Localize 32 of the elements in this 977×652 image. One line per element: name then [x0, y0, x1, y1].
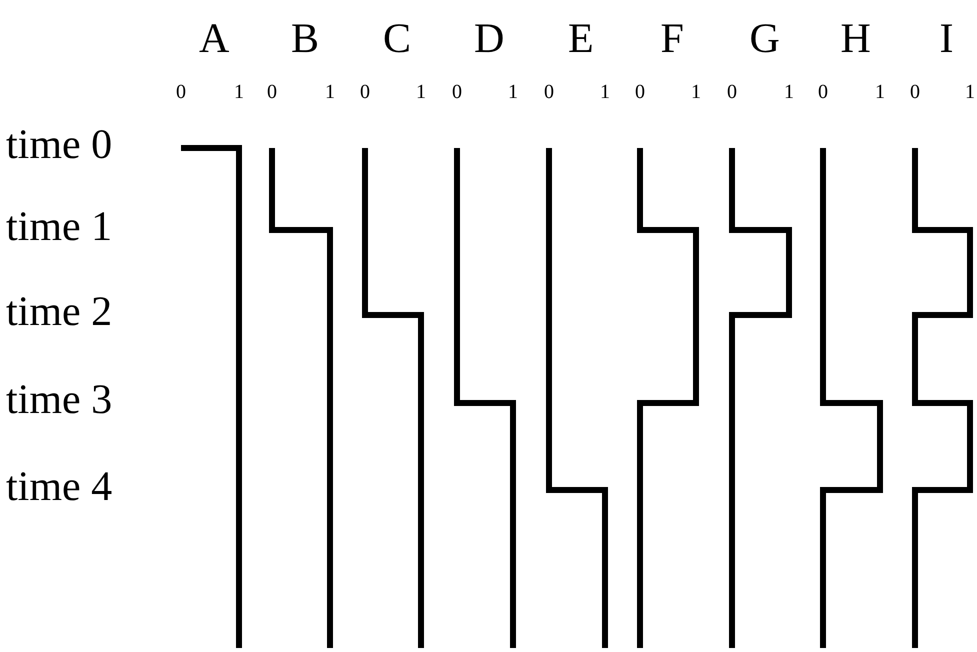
level-tick-label: 0: [452, 82, 462, 102]
signal-name: C: [383, 18, 412, 60]
signal-name: I: [940, 18, 954, 60]
level-tick-label: 0: [910, 82, 920, 102]
signal-name: B: [291, 18, 320, 60]
level-tick-label: 0: [267, 82, 277, 102]
signal-name: H: [840, 18, 871, 60]
time-label: time 2: [6, 291, 112, 333]
level-tick-label: 0: [176, 82, 186, 102]
level-tick-label: 1: [691, 82, 701, 102]
level-tick-label: 1: [784, 82, 794, 102]
signal-name: E: [568, 18, 594, 60]
time-label: time 0: [6, 124, 112, 166]
level-tick-label: 1: [508, 82, 518, 102]
level-tick-label: 1: [234, 82, 244, 102]
level-tick-label: 1: [875, 82, 885, 102]
time-label: time 4: [6, 466, 112, 508]
level-tick-label: 1: [600, 82, 610, 102]
level-tick-label: 1: [416, 82, 426, 102]
level-tick-label: 0: [727, 82, 737, 102]
level-tick-label: 1: [325, 82, 335, 102]
level-tick-label: 0: [544, 82, 554, 102]
signal-name: G: [750, 18, 780, 60]
signal-name: D: [474, 18, 504, 60]
level-tick-label: 0: [818, 82, 828, 102]
time-label: time 1: [6, 206, 112, 248]
level-tick-label: 0: [635, 82, 645, 102]
signal-name: A: [199, 18, 230, 60]
signal-name: F: [660, 18, 684, 60]
time-label: time 3: [6, 379, 112, 421]
level-tick-label: 1: [965, 82, 975, 102]
level-tick-label: 0: [360, 82, 370, 102]
